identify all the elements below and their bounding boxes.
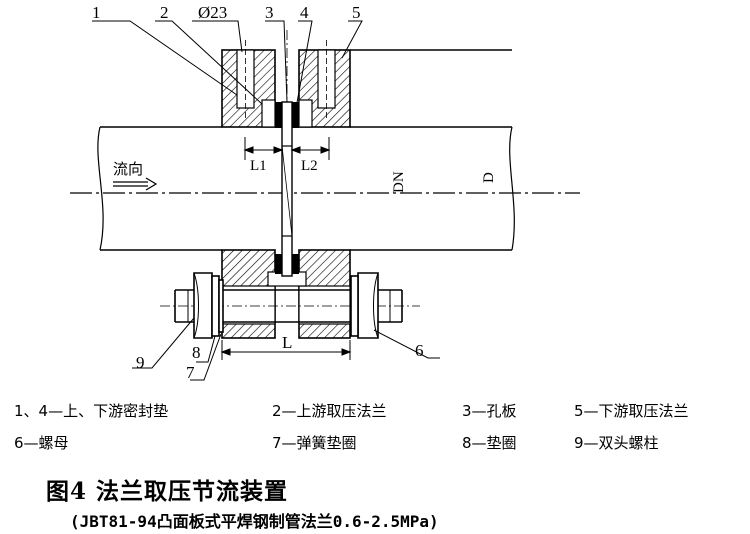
label-part-2: 2 [160, 3, 169, 22]
figure-title: 图4 法兰取压节流装置 [46, 478, 289, 505]
downstream-flange-top [298, 40, 512, 128]
nut-right [350, 272, 379, 339]
legend-item-2: 2—上游取压法兰 [272, 402, 387, 420]
nut-left [193, 272, 224, 339]
label-part-1: 1 [92, 3, 101, 22]
label-part-6: 6 [415, 341, 424, 360]
label-part-3: 3 [265, 3, 274, 22]
legend-item-8: 8—垫圈 [462, 434, 517, 452]
legend-item-3: 3—孔板 [462, 402, 517, 420]
label-part-5: 5 [352, 3, 361, 22]
label-l2: L2 [301, 158, 318, 174]
legend-item-5: 5—下游取压法兰 [574, 402, 689, 420]
upstream-flange-bottom [221, 249, 276, 339]
dimension-l [220, 340, 352, 360]
legend-item-6: 6—螺母 [14, 434, 69, 452]
dimension-l1-l2 [243, 137, 331, 160]
label-part-4: 4 [300, 3, 309, 22]
upstream-flange-top [221, 40, 276, 128]
label-part-8: 8 [192, 343, 201, 362]
label-diameter: Ø23 [198, 3, 227, 22]
label-d: D [481, 172, 497, 183]
label-part-9: 9 [136, 353, 145, 372]
legend-item-7: 7—弹簧垫圈 [272, 434, 357, 452]
orifice-plate [281, 101, 293, 277]
legend-item-1-4: 1、4—上、下游密封垫 [14, 402, 169, 420]
label-flow-direction: 流向 [113, 160, 143, 178]
label-part-7: 7 [186, 363, 195, 382]
label-dn: DN [391, 171, 407, 193]
flow-arrow-icon [113, 177, 158, 191]
legend-item-9: 9—双头螺柱 [574, 434, 659, 452]
gaskets [275, 102, 299, 274]
label-l: L [282, 333, 292, 352]
figure-subtitle: (JBT81-94凸面板式平焊钢制管法兰0.6-2.5MPa) [70, 512, 439, 531]
leader-lines [92, 20, 440, 381]
label-l1: L1 [250, 158, 267, 174]
pipe [97, 126, 515, 251]
flange-orifice-drawing: 1 2 Ø23 3 4 5 L1 L2 L DN D 流向 6 9 8 7 [70, 3, 580, 382]
